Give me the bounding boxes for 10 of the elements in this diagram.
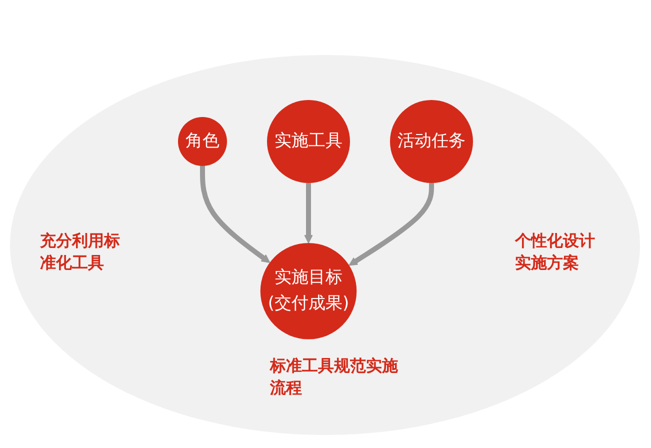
arrow (304, 183, 312, 244)
node-circle: 实施目标 (交付成果) (260, 243, 356, 340)
arrow (348, 183, 434, 266)
node-circle: 活动任务 (390, 100, 472, 184)
arrow (200, 166, 270, 264)
node-circle: 实施工具 (266, 100, 350, 184)
node-circle: 角色 (178, 117, 226, 166)
note-text: 个性化设计实施方案 (515, 230, 596, 274)
note-text: 充分利用标准化工具 (40, 230, 121, 274)
note-text: 标准工具规范实施流程 (270, 355, 399, 400)
